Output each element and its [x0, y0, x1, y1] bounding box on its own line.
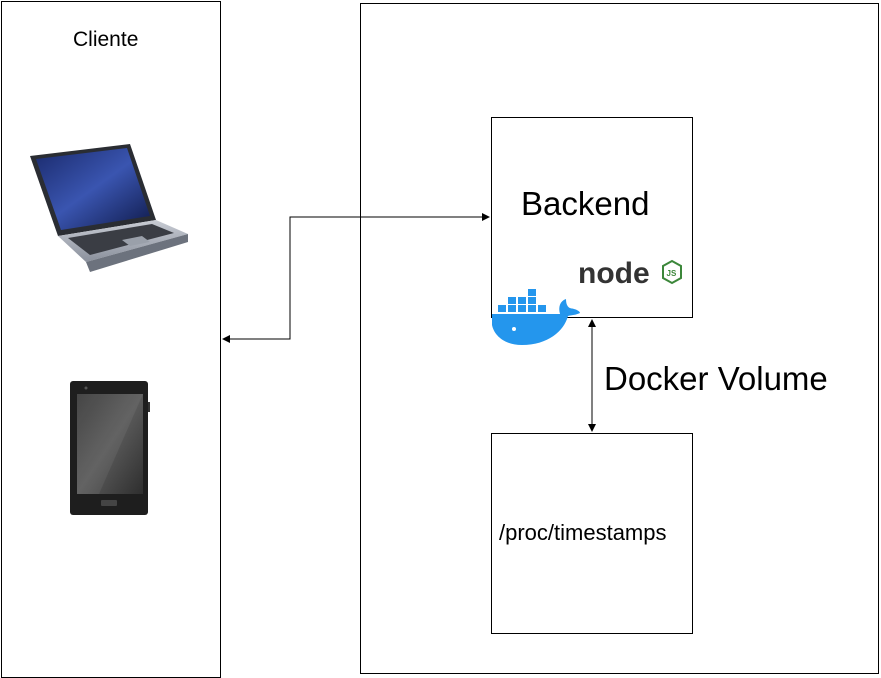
nodejs-logo-text: node [578, 257, 650, 289]
nodejs-logo: node JS [578, 255, 690, 290]
backend-title: Backend [521, 185, 650, 222]
client-title: Cliente [73, 28, 139, 51]
laptop-icon [28, 142, 190, 274]
docker-volume-label: Docker Volume [604, 360, 828, 397]
docker-logo [490, 287, 582, 347]
client-panel [1, 1, 221, 678]
client-backend-connector [222, 213, 490, 343]
tablet-icon [69, 380, 151, 516]
volume-box [491, 433, 693, 634]
nodejs-js-text: JS [667, 269, 677, 278]
backend-box [491, 117, 693, 318]
volume-path: /proc/timestamps [499, 520, 667, 545]
